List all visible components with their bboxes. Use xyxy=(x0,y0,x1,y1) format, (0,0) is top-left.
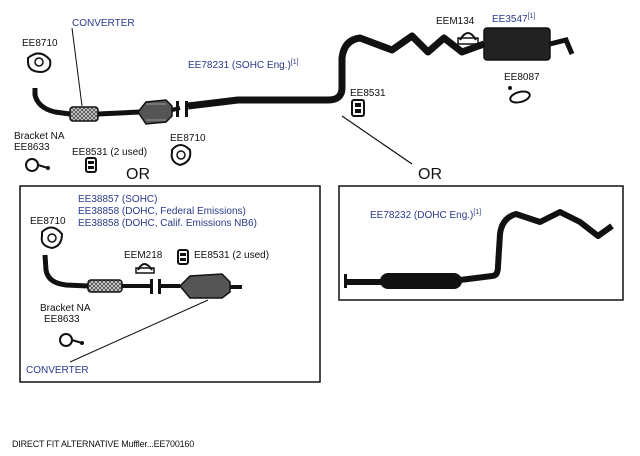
alternate-pipe-box xyxy=(338,185,624,301)
ee38858-calif-label: EE38858 (DOHC, Calif. Emissions NB6) xyxy=(78,218,257,229)
converter-box-label: CONVERTER xyxy=(26,365,89,376)
gasket-ee8710-box-icon xyxy=(40,226,64,250)
hanger-ee8531-box-icon xyxy=(177,249,189,265)
muffler-ee3547 xyxy=(483,27,551,61)
flex-pipe-box xyxy=(87,279,123,293)
pipe-ee78231 xyxy=(187,32,486,110)
ee8710-top-label: EE8710 xyxy=(22,38,58,49)
clamp-eem218-icon xyxy=(135,263,155,274)
eem218-label: EEM218 xyxy=(124,250,163,261)
clamp-eem134-icon xyxy=(457,32,479,45)
hanger-ee8087-icon xyxy=(508,86,531,104)
front-pipe xyxy=(32,88,71,117)
bracket-na-label: Bracket NA xyxy=(14,131,65,142)
or-left-label: OR xyxy=(126,166,150,183)
alternate-converter-box xyxy=(19,185,321,383)
gasket-ee8710-mid-icon xyxy=(170,144,192,167)
or-lead-line xyxy=(341,115,413,165)
eem134-label: EEM134 xyxy=(436,16,475,27)
bracket-ee8633-icon xyxy=(25,158,50,172)
ee8087-label: EE8087 xyxy=(504,72,540,83)
main-converter xyxy=(137,99,173,125)
figure-caption: DIRECT FIT ALTERNATIVE Muffler...EE70016… xyxy=(12,439,195,449)
flex-pipe xyxy=(69,106,99,122)
ee38858-federal-label: EE38858 (DOHC, Federal Emissions) xyxy=(78,206,246,217)
ee8710-box-label: EE8710 xyxy=(30,216,66,227)
pipe-ee78232 xyxy=(346,209,614,285)
hanger-ee8531-right-icon xyxy=(351,99,365,117)
ee8531-box-label: EE8531 (2 used) xyxy=(194,250,270,261)
ee8633-label: EE8633 xyxy=(14,142,50,153)
bracket-ee8633-box-icon xyxy=(59,333,84,347)
ee38857-label: EE38857 (SOHC) xyxy=(78,194,158,205)
converter-label: CONVERTER xyxy=(72,18,135,29)
ee8633-box-label: EE8633 xyxy=(44,314,80,325)
bracket-na-box-label: Bracket NA xyxy=(40,303,91,314)
or-right-label: OR xyxy=(418,166,442,183)
ee78231-label: EE78231 (SOHC Eng.)[1] xyxy=(188,59,299,71)
gasket-ee8710-top-icon xyxy=(27,52,52,74)
converter-box xyxy=(178,273,231,299)
ee3547-label: EE3547[1] xyxy=(492,13,536,25)
main-assembly xyxy=(25,27,575,173)
ee8531-used-label: EE8531 (2 used) xyxy=(72,147,148,158)
resonator-ee78232 xyxy=(380,273,462,289)
ee78232-label: EE78232 (DOHC Eng.)[1] xyxy=(370,209,482,221)
hanger-ee8531-left-icon xyxy=(85,157,97,173)
ee8531-right-label: EE8531 xyxy=(350,88,386,99)
ee8710-mid-label: EE8710 xyxy=(170,133,206,144)
